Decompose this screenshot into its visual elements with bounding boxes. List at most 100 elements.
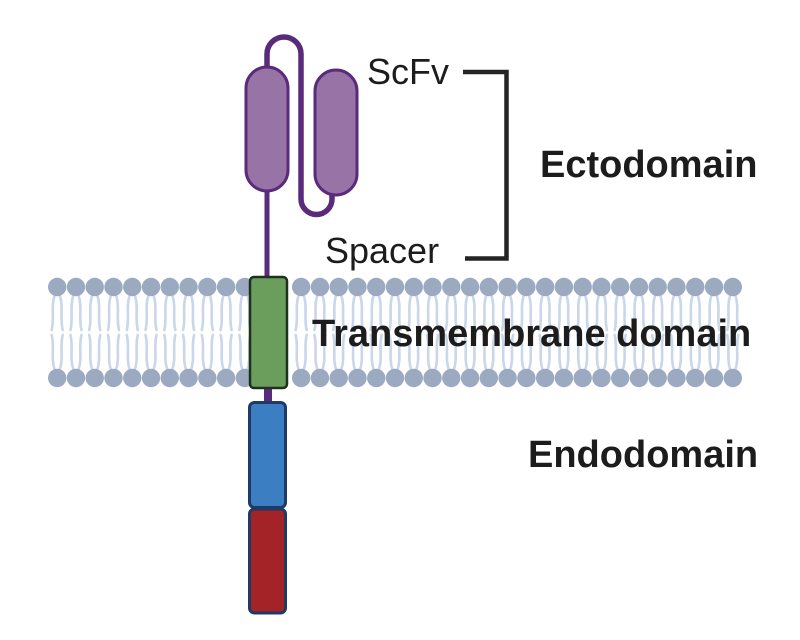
endodomain-label: Endodomain (528, 434, 759, 476)
lipid-tail (650, 293, 657, 332)
lipid-tail (396, 293, 402, 332)
lipid-head (704, 277, 724, 297)
lipid-head (535, 277, 555, 297)
lipid-head (592, 277, 611, 297)
lipid-tail (152, 293, 158, 332)
lipid-head (404, 277, 423, 297)
lipid-tail (144, 293, 150, 332)
lipid-head (554, 368, 574, 388)
lipid-tail (350, 293, 357, 332)
lipid-tail (294, 333, 300, 372)
lipid-tail (669, 293, 676, 332)
lipid-tail (200, 333, 207, 372)
lipid-head (423, 368, 442, 388)
lipid-tail (358, 293, 365, 332)
lipid-head (179, 277, 198, 297)
lipid-tail (152, 333, 158, 372)
lipid-tail (388, 293, 394, 332)
endodomain-segment-red (248, 507, 287, 615)
lipid-tail (350, 333, 357, 372)
lipid-tail (500, 333, 507, 372)
lipid-tail (688, 333, 695, 372)
lipid-tail (575, 333, 582, 372)
lipid-tail (471, 333, 477, 372)
lipid-head (367, 368, 386, 388)
lipid-tail (538, 293, 544, 332)
lipid-tail (321, 293, 327, 332)
lipid-tail (482, 333, 488, 372)
lipid-tail (425, 293, 432, 332)
lipid-tail (707, 333, 713, 372)
lipid-tail (331, 293, 338, 332)
lipid-tail (425, 333, 432, 372)
lipid-tail (358, 333, 365, 372)
scfv-label: ScFv (367, 51, 450, 92)
lipid-head (85, 277, 104, 297)
lipid-tail (696, 293, 703, 332)
lipid-tail (433, 293, 440, 332)
lipid-tail (546, 293, 552, 332)
lipid-tail (632, 333, 638, 372)
spacer-label: Spacer (325, 230, 440, 271)
lipid-tail (565, 333, 571, 372)
lipid-head (611, 277, 630, 297)
lipid-head (48, 368, 67, 388)
lipid-tail (125, 333, 132, 372)
lipid-tail (669, 333, 676, 372)
lipid-tail (613, 333, 619, 372)
lipid-tail (452, 293, 459, 332)
lipid-head (667, 368, 686, 388)
lipid-head (348, 368, 367, 388)
lipid-head (686, 368, 705, 388)
lipid-head (535, 368, 555, 388)
lipid-tail (144, 333, 150, 372)
lipid-head (686, 277, 705, 297)
lipid-tail (463, 293, 469, 332)
ectodomain-bracket (463, 69, 509, 261)
lipid-tail (452, 333, 459, 372)
lipid-tail (490, 293, 496, 332)
lipid-tail (575, 293, 582, 332)
lipid-head (104, 368, 123, 388)
lipid-tail (77, 293, 83, 332)
lipid-head (160, 277, 179, 297)
lipid-tail (734, 293, 740, 332)
lipid-tail (321, 333, 327, 372)
lipid-tail (707, 293, 713, 332)
lipid-tail (463, 333, 469, 372)
lipid-head (66, 277, 86, 297)
lipid-tail (294, 293, 300, 332)
lipid-head (329, 277, 348, 297)
lipid-tail (171, 333, 177, 372)
lipid-head (160, 368, 179, 388)
lipid-tail (557, 333, 563, 372)
lipid-tail (87, 293, 94, 332)
ectodomain-label: Ectodomain (540, 144, 758, 186)
lipid-tail (377, 333, 384, 372)
lipid-tail (238, 293, 244, 332)
lipid-tail (87, 333, 94, 372)
lipid-tail (519, 333, 526, 372)
membrane-lipid-heads (48, 277, 742, 388)
lipid-tail (508, 293, 515, 332)
lipid-head (198, 368, 217, 388)
lipid-tail (444, 293, 451, 332)
lipid-tail (331, 333, 338, 372)
lipid-head (385, 368, 405, 388)
lipid-tail (163, 293, 169, 332)
lipid-head (404, 368, 423, 388)
lipid-head (479, 368, 499, 388)
lipid-tail (406, 293, 413, 332)
lipid-tail (114, 333, 121, 372)
lipid-tail (219, 333, 225, 372)
lipid-head (517, 368, 536, 388)
lipid-tail (133, 293, 140, 332)
lipid-tail (508, 333, 515, 372)
lipid-tail (482, 293, 488, 332)
lipid-head (48, 277, 67, 297)
lipid-tail (227, 293, 233, 332)
lipid-tail (208, 333, 215, 372)
endodomain-segment-blue (248, 401, 287, 509)
lipid-head (198, 277, 217, 297)
